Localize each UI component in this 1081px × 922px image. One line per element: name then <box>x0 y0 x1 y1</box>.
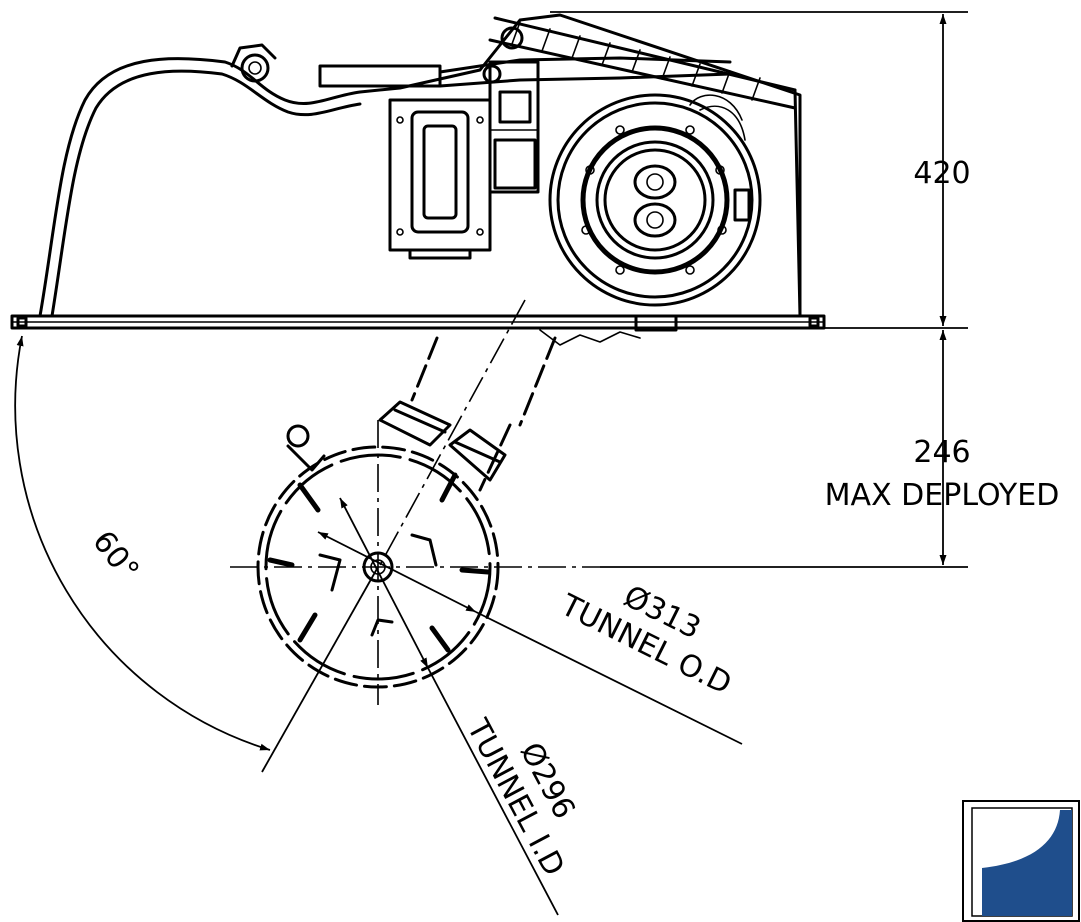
dimension-outer-diameter: Ø313 TUNNEL O.D <box>317 531 743 745</box>
tunnel-lifting-eye <box>286 424 326 472</box>
height-deployed-label: MAX DEPLOYED <box>825 478 1060 513</box>
mounting-bracket <box>388 98 492 260</box>
retracted-housing <box>10 13 826 346</box>
dimension-height-deployed: 246 MAX DEPLOYED <box>600 330 1060 568</box>
angle-value: 60° <box>85 524 145 587</box>
housing-dome <box>38 13 802 318</box>
company-logo-icon <box>962 800 1080 922</box>
lifting-eye <box>230 43 277 83</box>
actuator-arm <box>318 26 732 88</box>
propeller-disk <box>548 93 762 307</box>
motor-body <box>488 60 540 194</box>
gearbox <box>378 400 507 482</box>
dimension-angle: 60° <box>14 335 379 773</box>
height-top-value: 420 <box>913 156 970 191</box>
deployment-lines <box>379 299 557 566</box>
height-deployed-value: 246 <box>913 435 970 470</box>
dimension-height-top: 420 <box>550 11 971 329</box>
deployed-tunnel <box>230 400 600 705</box>
